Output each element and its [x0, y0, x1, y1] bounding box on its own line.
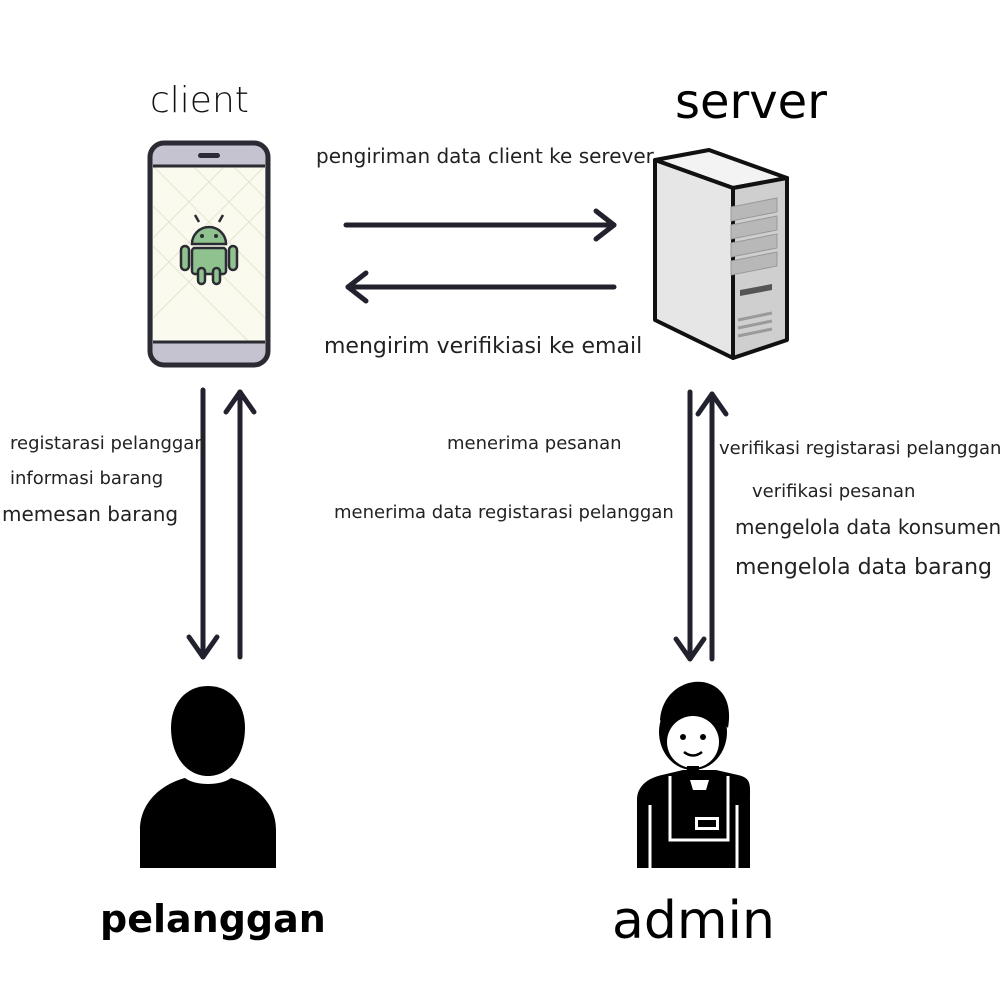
- center-label: menerima pesanan: [447, 433, 622, 454]
- server-tower-icon: [653, 148, 789, 360]
- arrow-pelanggan-to-client: [223, 389, 257, 660]
- edge-label-server-to-client: mengirim verifikiasi ke email: [324, 334, 643, 359]
- pelanggan-label: memesan barang: [2, 502, 179, 526]
- arrow-client-to-server: [343, 208, 617, 242]
- admin-label: mengelola data konsumen: [735, 515, 1000, 539]
- person-silhouette-icon: [140, 686, 276, 868]
- android-robot-icon: [179, 214, 239, 286]
- arrow-server-to-client: [345, 270, 617, 304]
- admin-worker-icon: [637, 681, 751, 868]
- center-label: menerima data registarasi pelanggan: [334, 502, 674, 523]
- node-pelanggan-label: pelanggan: [100, 897, 326, 941]
- node-server-label: server: [675, 74, 827, 130]
- node-client-label: client: [150, 80, 249, 121]
- admin-label: verifikasi pesanan: [752, 481, 916, 502]
- arrow-server-to-admin: [673, 389, 707, 662]
- admin-label: mengelola data barang: [735, 555, 992, 580]
- admin-label: verifikasi registarasi pelanggan: [719, 438, 1000, 459]
- arrow-client-to-pelanggan: [186, 387, 220, 660]
- pelanggan-label: registarasi pelanggan: [10, 433, 206, 454]
- arrow-admin-to-server: [695, 391, 729, 662]
- android-phone-icon: [147, 140, 271, 368]
- pelanggan-label: informasi barang: [10, 468, 164, 489]
- node-admin-label: admin: [612, 891, 775, 951]
- edge-label-client-to-server: pengiriman data client ke serever: [316, 144, 654, 168]
